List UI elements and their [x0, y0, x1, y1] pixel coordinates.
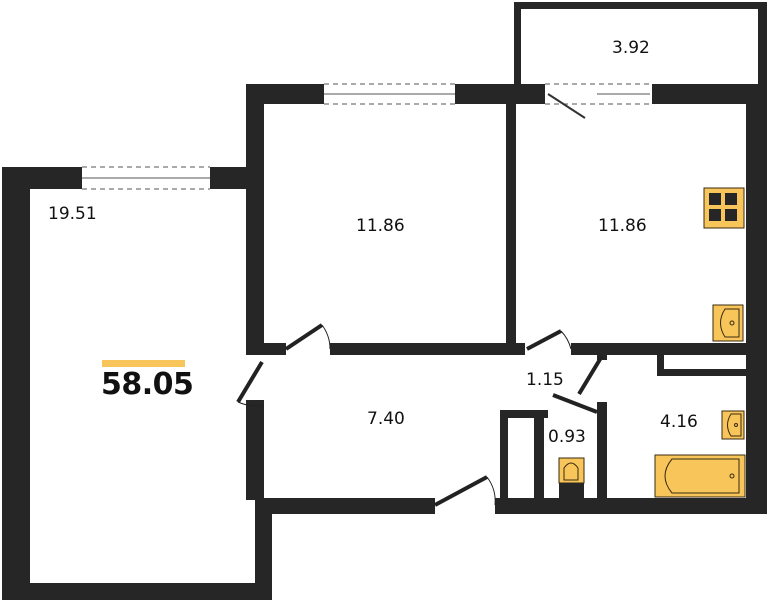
stove-icon: [703, 187, 745, 229]
living-room-area: 19.51: [48, 204, 97, 224]
corridor-area: 1.15: [526, 370, 564, 390]
kitchen-area: 11.86: [598, 216, 647, 236]
bedroom-area: 11.86: [356, 216, 405, 236]
bathtub-icon: [654, 454, 746, 498]
toilet-icon: [558, 457, 585, 498]
bathroom-sink-icon: [721, 410, 745, 440]
fixtures: [558, 187, 746, 498]
kitchen-sink-icon: [712, 304, 744, 342]
windows: [82, 83, 652, 190]
doors: [236, 323, 604, 507]
total-area-accent-bar: [102, 360, 185, 367]
balcony-area: 3.92: [612, 38, 650, 58]
total-area: 58.05: [101, 367, 194, 402]
bathroom-area: 4.16: [660, 412, 698, 432]
hallway-area: 7.40: [367, 409, 405, 429]
toilet-area: 0.93: [548, 427, 586, 447]
